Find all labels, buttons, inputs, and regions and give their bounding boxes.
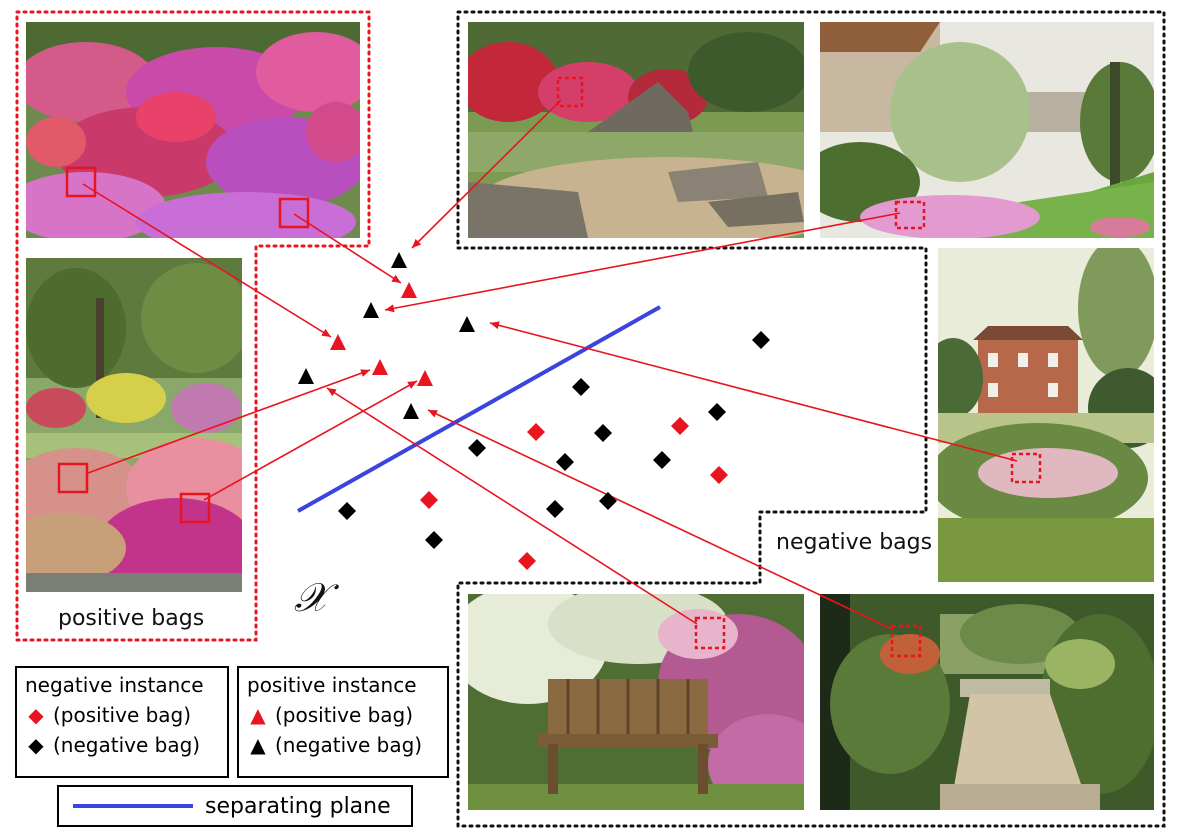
legend-label: (negative bag) [53, 733, 201, 757]
legend-plane-label: separating plane [205, 793, 391, 819]
diamond-black [594, 424, 612, 442]
triangle-red [401, 282, 417, 298]
triangle-black [363, 302, 379, 318]
diamond-red [420, 491, 438, 509]
legend-label: (positive bag) [275, 703, 414, 727]
legend-label: (positive bag) [53, 703, 192, 727]
black-diamond-icon: ◆ [28, 733, 44, 757]
diamond-red [671, 417, 689, 435]
triangle-black [298, 368, 314, 384]
diamond-red [710, 466, 728, 484]
diamond-black [599, 492, 617, 510]
diamond-black [338, 502, 356, 520]
triangle-black [403, 403, 419, 419]
legend-label: (negative bag) [275, 733, 423, 757]
diamond-black [546, 500, 564, 518]
arrow-azalea-1 [87, 369, 371, 474]
triangle-red [330, 334, 346, 350]
legend-separating-plane: separating plane [57, 785, 413, 827]
diamond-black [572, 378, 590, 396]
arrow-rock [411, 99, 562, 249]
blue-line-icon [73, 804, 193, 808]
instance-box [57, 462, 89, 494]
arrow-cottage [384, 212, 901, 313]
arrow-flower-2 [293, 213, 402, 284]
black-triangle-icon: ▲ [250, 733, 266, 757]
positive-bags-label: positive bags [58, 606, 205, 631]
red-triangle-icon: ▲ [250, 703, 266, 727]
legend-positive-title: positive instance [247, 673, 417, 697]
instance-box [890, 624, 922, 658]
instance-box [65, 166, 97, 198]
legend-negative-negative-bag-row: ◆ (negative bag) [17, 730, 227, 760]
arrow-bench [326, 387, 698, 625]
instance-box [179, 492, 211, 524]
triangle-red [417, 370, 433, 386]
arrow-path [427, 409, 893, 630]
negative-bags-label: negative bags [776, 530, 933, 555]
positive-bags-border [15, 10, 371, 642]
instance-box [278, 197, 310, 229]
diamond-black [425, 531, 443, 549]
instance-box [556, 76, 584, 108]
instance-box [1010, 452, 1042, 484]
diamond-black [556, 453, 574, 471]
arrow-flower-1 [82, 183, 332, 338]
photo-cottage-garden [820, 22, 1154, 238]
negative-bags-border [456, 10, 1166, 828]
photo-brick-house [938, 248, 1154, 582]
triangle-red [372, 359, 388, 375]
photo-rock-garden [468, 22, 804, 238]
diamond-black [752, 331, 770, 349]
legend-negative-title: negative instance [25, 673, 204, 697]
feature-space-symbol: 𝒳 [294, 575, 329, 621]
arrow-azalea-2 [203, 380, 418, 501]
separating-plane-line [297, 305, 661, 513]
triangle-black [391, 252, 407, 268]
red-diamond-icon: ◆ [28, 703, 44, 727]
legend-negative-positive-bag-row: ◆ (positive bag) [17, 700, 227, 730]
instance-box [694, 616, 726, 650]
diamond-black [708, 403, 726, 421]
photo-bench [468, 594, 804, 810]
legend-negative-instance: negative instance ◆ (positive bag) ◆ (ne… [15, 666, 229, 778]
diamond-black [468, 439, 486, 457]
diamond-black [653, 451, 671, 469]
triangle-black [459, 316, 475, 332]
legend-positive-negative-bag-row: ▲ (negative bag) [239, 730, 447, 760]
instance-box [894, 200, 926, 230]
photo-garden-azaleas [26, 258, 242, 592]
diamond-red [518, 552, 536, 570]
photo-garden-path [820, 594, 1154, 810]
legend-positive-positive-bag-row: ▲ (positive bag) [239, 700, 447, 730]
legend-positive-instance: positive instance ▲ (positive bag) ▲ (ne… [237, 666, 449, 778]
diamond-red [527, 423, 545, 441]
arrow-house [489, 321, 1018, 462]
